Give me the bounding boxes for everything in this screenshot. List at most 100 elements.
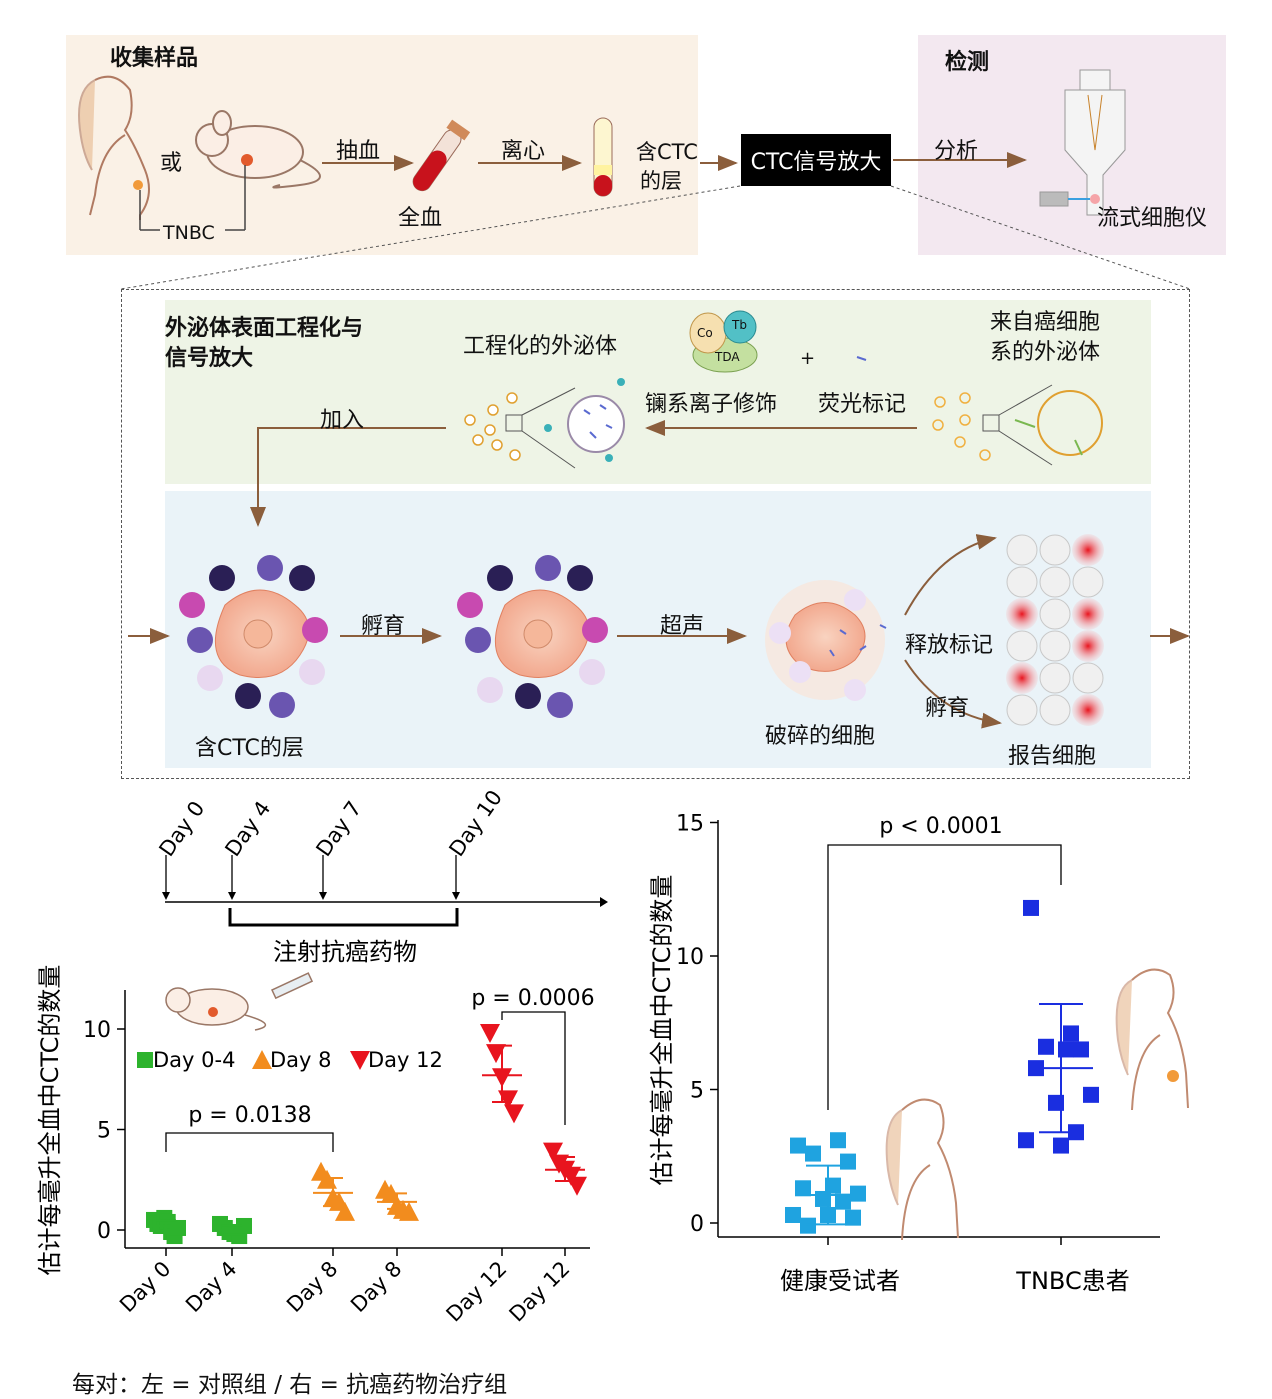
- x-tick-label: Day 0: [115, 1257, 175, 1317]
- data-point: [170, 1219, 186, 1236]
- timeline-day-7: Day 7: [311, 797, 366, 861]
- tda-label: TDA: [715, 350, 740, 364]
- ultrasound-label: 超声: [660, 614, 705, 639]
- ctc-cell-1-icon: [214, 589, 310, 678]
- data-point: [835, 1193, 851, 1210]
- y-axis-label: 估计每毫升全血中CTC的数量: [648, 875, 676, 1186]
- legend-label: Day 8: [270, 1048, 332, 1072]
- y-tick-label: 10: [676, 945, 704, 970]
- whole-blood-label: 全血: [398, 206, 443, 231]
- p-value-label: p = 0.0006: [471, 986, 594, 1011]
- flow-cytometer-icon: [1039, 69, 1126, 216]
- workflow-diagram: [78, 69, 1191, 729]
- patient-icon: [78, 75, 150, 220]
- flow-cytometer-label: 流式细胞仪: [1097, 206, 1208, 231]
- blood-cells-1-icon: [179, 555, 328, 718]
- significance-bracket: [827, 844, 1062, 1110]
- detail-frame: [121, 289, 1190, 779]
- healthy-person-icon: [885, 1098, 959, 1241]
- mouse-syringe-icon: [165, 972, 314, 1031]
- data-point: [1023, 899, 1039, 916]
- collect-panel: [66, 35, 698, 255]
- data-point: [830, 1132, 846, 1149]
- data-point: [1073, 1041, 1089, 1058]
- data-point: [845, 1209, 861, 1226]
- broken-cell-icon: [765, 580, 887, 701]
- blood-cells-2-icon: [457, 555, 608, 718]
- data-point: [790, 1137, 806, 1154]
- timeline-day-4: Day 4: [220, 797, 275, 861]
- timeline-day-10: Day 10: [444, 786, 507, 861]
- cancer-exosome-label-1: 来自癌细胞: [990, 310, 1101, 335]
- engineering-title-1: 外泌体表面工程化与: [165, 316, 364, 341]
- y-tick-label: 0: [690, 1212, 704, 1237]
- legend-marker: [350, 1051, 370, 1070]
- significance-bracket: [165, 1132, 334, 1152]
- engineered-exosome-label: 工程化的外泌体: [463, 334, 618, 359]
- significance-bracket: [501, 1011, 566, 1125]
- data-point: [800, 1217, 816, 1234]
- y-tick-label: 0: [97, 1219, 111, 1244]
- reporter-cells-label: 报告细胞: [1008, 744, 1097, 769]
- data-point: [1018, 1132, 1034, 1149]
- data-point: [1053, 1137, 1069, 1154]
- data-point: [795, 1180, 811, 1197]
- p-value-label: p = 0.0138: [188, 1103, 311, 1128]
- ctc-layer-caption: 含CTC的层: [195, 736, 304, 761]
- y-tick-label: 15: [676, 812, 704, 837]
- x-tick-label: 健康受试者: [780, 1267, 900, 1295]
- x-tick-label: Day 4: [181, 1257, 241, 1317]
- x-tick-label: Day 12: [505, 1257, 575, 1327]
- co-label: Co: [697, 326, 713, 340]
- incubate-label-1: 孵育: [361, 614, 406, 639]
- broken-cells-label: 破碎的细胞: [765, 724, 876, 749]
- data-point: [504, 1104, 524, 1124]
- p-value-label: p < 0.0001: [879, 814, 1002, 839]
- data-point: [1063, 1025, 1079, 1042]
- ctc-cell-2-icon: [494, 589, 590, 678]
- data-point: [840, 1153, 856, 1170]
- y-axis-label: 估计每毫升全血中CTC的数量: [36, 965, 64, 1276]
- release-label: 释放标记: [905, 633, 994, 658]
- timeline: Day 0 Day 4 Day 7 Day 10 注射抗癌药物: [154, 786, 608, 966]
- add-label: 加入: [320, 408, 365, 433]
- tb-label: Tb: [732, 318, 747, 332]
- ctc-layer-label-2: 的层: [640, 169, 682, 193]
- timeline-day-0: Day 0: [154, 797, 209, 861]
- injection-label: 注射抗癌药物: [273, 938, 417, 966]
- mouse-icon: [195, 110, 321, 189]
- y-tick-label: 10: [83, 1018, 111, 1043]
- small-exosomes-icon: [464, 392, 521, 461]
- detect-title: 检测: [945, 50, 990, 75]
- reporter-cells-icon: [1006, 534, 1104, 726]
- data-point: [399, 1201, 419, 1221]
- data-point: [543, 1142, 563, 1162]
- data-point: [785, 1206, 801, 1223]
- x-tick-label: Day 8: [346, 1257, 406, 1317]
- data-point: [567, 1176, 587, 1196]
- data-point: [335, 1201, 355, 1221]
- fluor-label: 荧光标记: [818, 392, 907, 417]
- data-point: [850, 1185, 866, 1202]
- lanthanide-label: 镧系离子修饰: [645, 392, 778, 417]
- pair-footnote: 每对：左 = 对照组 / 右 = 抗癌药物治疗组: [72, 1372, 508, 1398]
- ctc-layer-label-1: 含CTC: [636, 140, 698, 164]
- centrifuge-label: 离心: [501, 139, 546, 164]
- y-tick-label: 5: [97, 1119, 111, 1144]
- data-point: [805, 1145, 821, 1162]
- data-point: [1083, 1086, 1099, 1103]
- collect-title: 收集样品: [110, 46, 199, 71]
- blood-tube-icon: [412, 119, 471, 192]
- legend-marker: [137, 1052, 153, 1068]
- tnbc-label: TNBC: [163, 222, 215, 244]
- plus-sign: +: [800, 348, 816, 369]
- engineered-exosome-icon: [505, 378, 625, 469]
- x-tick-label: Day 8: [282, 1257, 342, 1317]
- centrifuge-tube-icon: [593, 117, 613, 197]
- draw-blood-label: 抽血: [336, 139, 381, 164]
- x-tick-label: Day 12: [442, 1257, 512, 1327]
- engineering-panel: [165, 300, 1151, 484]
- cancer-exosome-icon: [932, 384, 1103, 466]
